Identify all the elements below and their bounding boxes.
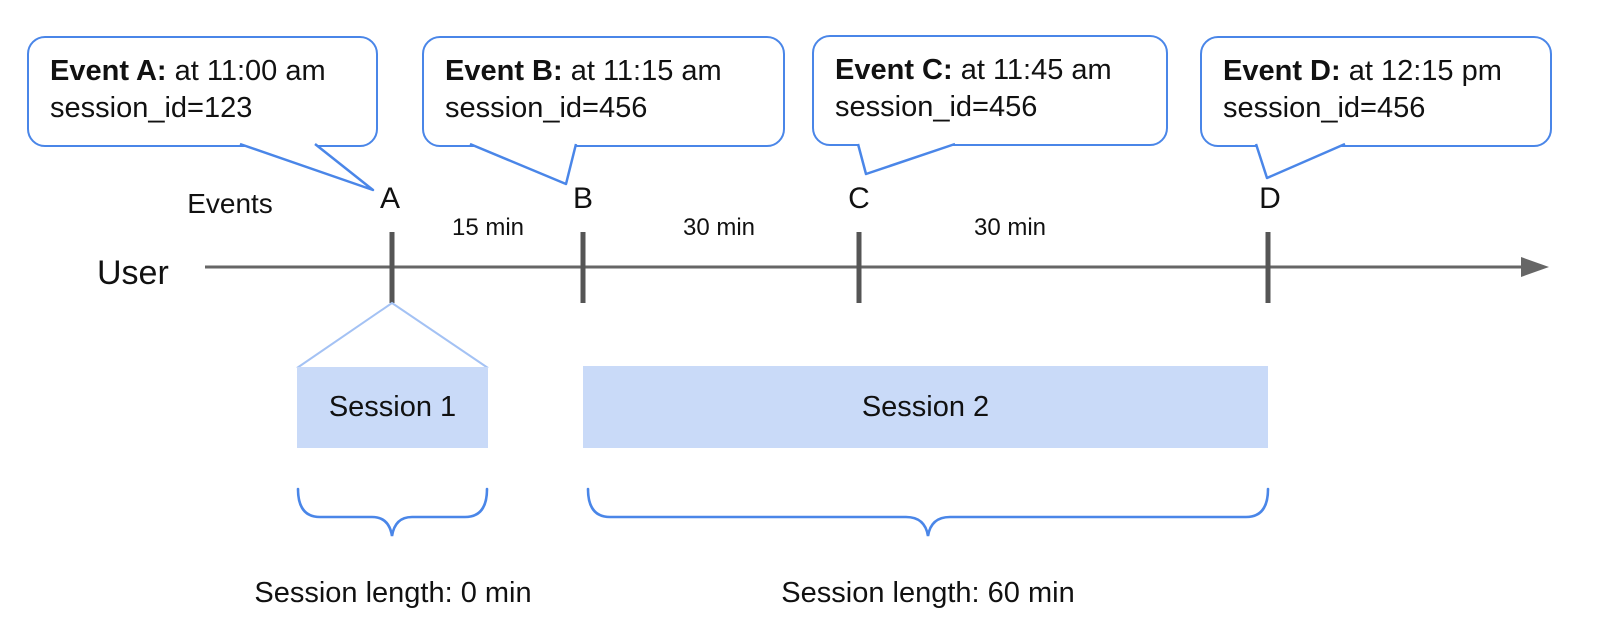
- session-1-connector: [296, 301, 489, 369]
- callout-line-1: Event A: at 11:00 am: [50, 53, 356, 90]
- event-d-label: Event D:: [1223, 55, 1341, 87]
- event-d-time: at 12:15 pm: [1348, 55, 1502, 87]
- event-a-session-id: session_id=123: [50, 92, 253, 124]
- interval-b-c-label: 30 min: [682, 214, 756, 241]
- interval-c-d-label: 30 min: [973, 214, 1047, 241]
- event-a-callout: Event A: at 11:00 am session_id=123: [27, 36, 378, 147]
- callout-line-1: Event C: at 11:45 am: [835, 52, 1146, 89]
- interval-a-b-label: 15 min: [451, 214, 525, 241]
- event-marker-c: C: [848, 182, 870, 215]
- session-1-label: Session 1: [328, 391, 457, 423]
- callout-b-tail: [469, 142, 578, 186]
- event-a-time: at 11:00 am: [174, 55, 326, 87]
- event-c-label: Event C:: [835, 54, 953, 86]
- event-c-session-id: session_id=456: [835, 91, 1038, 123]
- event-d-callout: Event D: at 12:15 pm session_id=456: [1200, 36, 1552, 147]
- callout-line-1: Event D: at 12:15 pm: [1223, 53, 1530, 90]
- session-2-box: Session 2: [583, 366, 1268, 448]
- event-b-callout: Event B: at 11:15 am session_id=456: [422, 36, 785, 147]
- session-2-brace: [586, 487, 1270, 537]
- event-a-label: Event A:: [50, 55, 167, 87]
- callout-c-tail: [856, 142, 956, 176]
- events-axis-label: Events: [187, 188, 273, 219]
- event-b-label: Event B:: [445, 55, 563, 87]
- event-d-session-id: session_id=456: [1223, 92, 1426, 124]
- user-axis-label: User: [97, 254, 169, 292]
- event-marker-a: A: [379, 182, 401, 215]
- event-marker-d: D: [1259, 182, 1281, 215]
- session-2-length-label: Session length: 60 min: [781, 577, 1075, 609]
- session-2-label: Session 2: [861, 390, 990, 423]
- session-1-length-label: Session length: 0 min: [254, 577, 532, 609]
- session-1-box: Session 1: [297, 367, 488, 448]
- event-c-time: at 11:45 am: [960, 54, 1112, 86]
- callout-d-tail: [1254, 142, 1346, 180]
- callout-line-1: Event B: at 11:15 am: [445, 53, 763, 90]
- event-b-session-id: session_id=456: [445, 92, 648, 124]
- timeline-arrowhead-icon: [1521, 257, 1549, 277]
- event-b-time: at 11:15 am: [570, 55, 722, 87]
- callout-a-tail: [239, 142, 375, 192]
- event-marker-b: B: [572, 182, 594, 215]
- event-c-callout: Event C: at 11:45 am session_id=456: [812, 35, 1168, 146]
- session-1-brace: [296, 487, 489, 537]
